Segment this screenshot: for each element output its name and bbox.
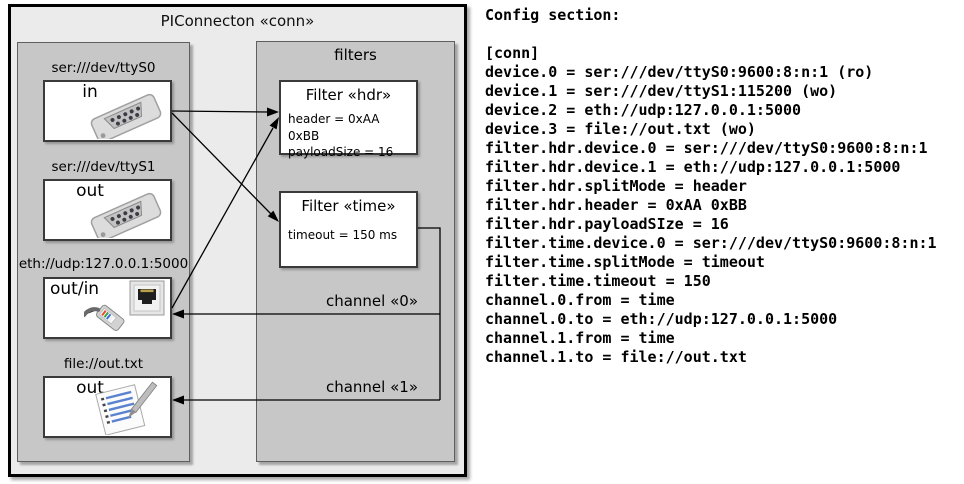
device-box-ttys1: out xyxy=(43,179,172,241)
device-box-file: out xyxy=(43,376,172,438)
config-line: filter.hdr.payloadSIze = 16 xyxy=(485,215,729,233)
device-direction: out xyxy=(76,378,104,398)
filter-attribute: timeout = 150 ms xyxy=(288,228,398,242)
filters-panel-title: filters xyxy=(334,46,377,64)
config-line: device.2 = eth://udp:127.0.0.1:5000 xyxy=(485,101,802,119)
config-line: filter.time.device.0 = ser:///dev/ttyS0:… xyxy=(485,234,937,252)
config-line: device.0 = ser:///dev/ttyS0:9600:8:n:1 (… xyxy=(485,63,874,81)
config-line: filter.hdr.device.1 = eth://udp:127.0.0.… xyxy=(485,158,901,176)
config-line: channel.0.from = time xyxy=(485,291,675,309)
device-direction: in xyxy=(82,82,98,102)
devices-panel: ser:///dev/ttyS0 in ser:///dev/ttyS1 out xyxy=(17,42,190,462)
config-line: device.3 = file://out.txt (wo) xyxy=(485,120,756,138)
device-label-eth: eth://udp:127.0.0.1:5000 xyxy=(18,256,189,272)
config-line: [conn] xyxy=(485,44,540,62)
config-line: filter.hdr.header = 0xAA 0xBB xyxy=(485,196,747,214)
filter-time-title: Filter «time» xyxy=(301,197,396,215)
serial-connector-icon xyxy=(90,192,162,238)
config-line: device.1 = ser:///dev/ttyS1:115200 (wo) xyxy=(485,82,838,100)
device-label-file: file://out.txt xyxy=(63,356,144,372)
notepad-pen-icon xyxy=(95,381,158,435)
filter-attribute: payloadSize = 16 xyxy=(288,145,394,159)
config-section-heading: Config section: xyxy=(485,6,621,24)
config-line: channel.1.to = file://out.txt xyxy=(485,348,747,366)
config-line: filter.hdr.splitMode = header xyxy=(485,177,747,195)
config-line: channel.1.from = time xyxy=(485,329,675,347)
filter-attribute: header = 0xAA 0xBB xyxy=(288,112,380,143)
channel-0-label: channel «0» xyxy=(325,292,418,310)
ethernet-connector-icon xyxy=(84,280,165,332)
config-section: [conn] device.0 = ser:///dev/ttyS0:9600:… xyxy=(485,44,937,367)
filter-hdr-title: Filter «hdr» xyxy=(305,86,392,104)
config-line: filter.time.splitMode = timeout xyxy=(485,253,765,271)
device-direction: out xyxy=(76,181,104,201)
channel-1-label: channel «1» xyxy=(325,378,418,396)
device-box-ttys0: in xyxy=(43,80,172,142)
device-label-ttys0: ser:///dev/ttyS0 xyxy=(51,60,156,76)
config-line: channel.0.to = eth://udp:127.0.0.1:5000 xyxy=(485,310,838,328)
config-line: filter.hdr.device.0 = ser:///dev/ttyS0:9… xyxy=(485,139,928,157)
serial-connector-icon xyxy=(90,93,162,139)
device-box-eth: out/in xyxy=(43,277,172,339)
diagram-title: PIConnecton «conn» xyxy=(160,12,315,30)
filter-time-box: Filter «time» timeout = 150 ms xyxy=(279,191,418,268)
config-line: filter.time.timeout = 150 xyxy=(485,272,711,290)
piconnecton-box: PIConnecton «conn» ser:///dev/ttyS0 in xyxy=(8,4,467,477)
filter-hdr-box: Filter «hdr» header = 0xAA 0xBB payloadS… xyxy=(279,80,418,159)
device-label-ttys1: ser:///dev/ttyS1 xyxy=(51,159,156,175)
device-direction: out/in xyxy=(50,279,100,299)
filters-panel: filters Filter «hdr» header = 0xAA 0xBB … xyxy=(256,41,455,462)
